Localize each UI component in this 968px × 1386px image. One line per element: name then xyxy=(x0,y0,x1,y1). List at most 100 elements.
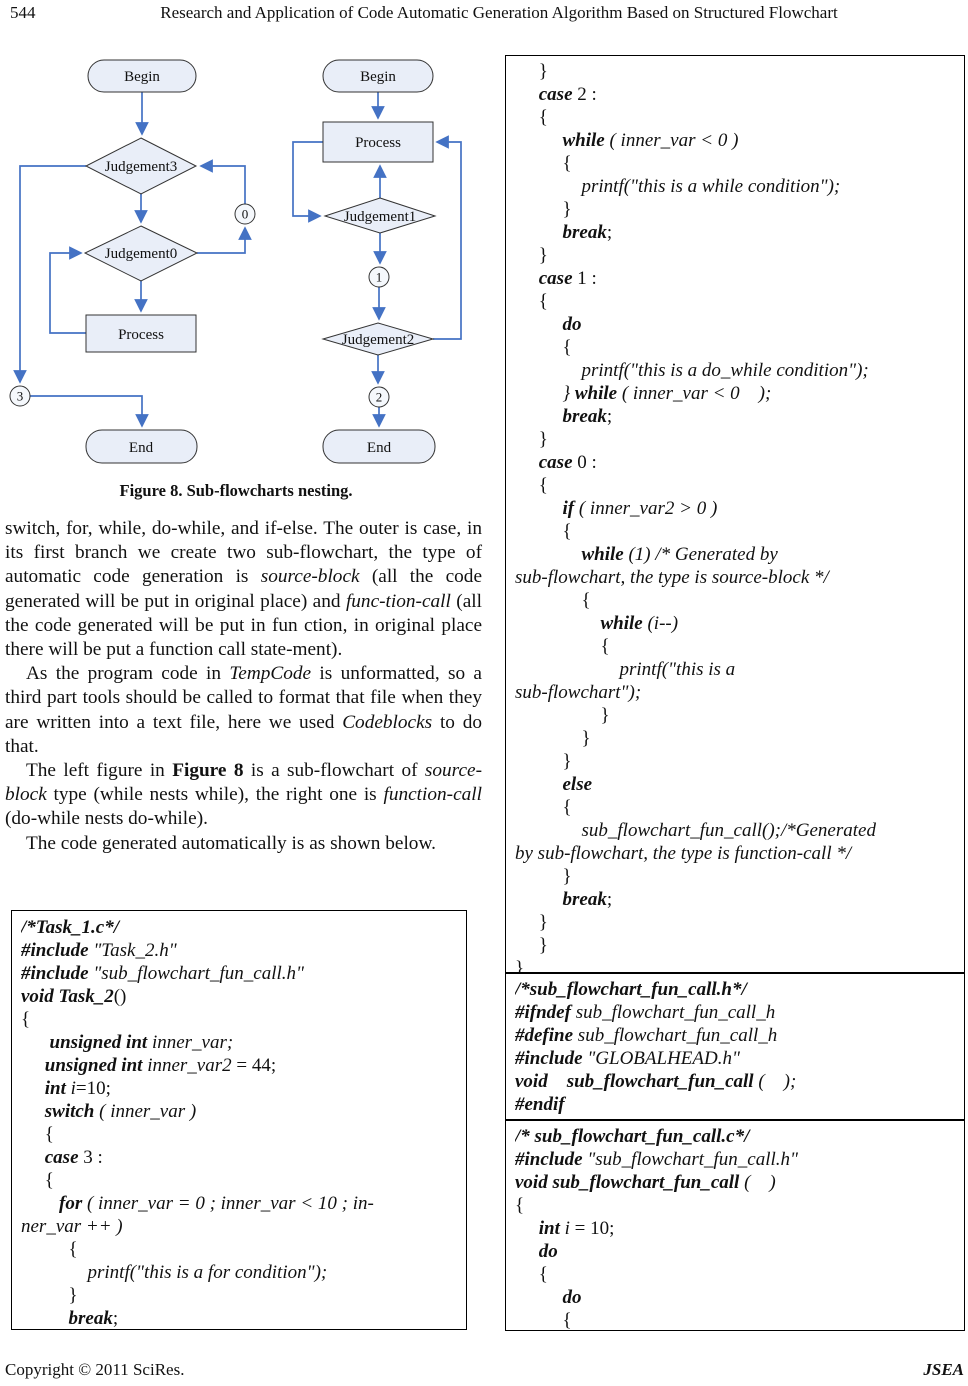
code-line: ner_var ++ ) xyxy=(21,1215,464,1238)
code-line: void Task_2() xyxy=(21,985,464,1008)
code-line: { xyxy=(515,796,962,819)
code-line: /* sub_flowchart_fun_call.c*/ xyxy=(515,1125,962,1148)
text-segment: for xyxy=(59,1193,87,1214)
text-segment: void sub_flowchart_fun_call xyxy=(515,1071,759,1092)
code-line: } xyxy=(21,1284,464,1307)
text-segment: case xyxy=(538,452,578,473)
code-line: sub_flowchart_fun_call();/*Generated xyxy=(515,819,962,842)
code-line: { xyxy=(21,1008,464,1031)
figure-caption: Figure 8. Sub-flowcharts nesting. xyxy=(119,481,353,500)
code-line: void sub_flowchart_fun_call ( ); xyxy=(515,1070,962,1093)
text-segment xyxy=(21,1101,45,1122)
code-line: { xyxy=(515,635,962,658)
flow-connectors xyxy=(13,92,462,428)
text-segment: int xyxy=(44,1078,71,1099)
text-segment: /*Task_1.c*/ xyxy=(21,917,119,938)
text-segment: printf("this is a xyxy=(515,659,736,680)
code-line: while ( inner_var < 0 ) xyxy=(515,129,962,152)
text-segment: "Task_2.h" xyxy=(93,940,177,961)
text-segment: do xyxy=(562,314,582,335)
text-segment: 2 : xyxy=(577,84,597,105)
paragraph: As the program code in TempCode is unfor… xyxy=(5,662,482,759)
code-line: case 3 : xyxy=(21,1146,464,1169)
text-segment: case xyxy=(44,1147,84,1168)
code-line: { xyxy=(515,589,962,612)
right-end-node xyxy=(322,429,436,464)
text-segment: ; xyxy=(606,889,613,910)
text-segment: { xyxy=(515,107,548,128)
text-segment: printf("this is a while condition"); xyxy=(515,176,841,197)
text-segment: is a sub-flowchart of xyxy=(243,760,425,782)
text-segment: printf("this is a for condition"); xyxy=(21,1262,328,1283)
connector-3-label: 3 xyxy=(17,389,24,404)
code-line: printf("this is a xyxy=(515,658,962,681)
left-judgement3-node xyxy=(84,137,198,195)
text-segment: } xyxy=(515,751,572,772)
text-segment: { xyxy=(515,797,572,818)
right-judgement1-label: Judgement1 xyxy=(344,209,417,225)
code-line: } xyxy=(515,704,962,727)
code-line: sub-flowchart, the type is source-block … xyxy=(515,566,962,589)
code-line: { xyxy=(515,106,962,129)
text-segment: i xyxy=(70,1078,76,1099)
text-segment: { xyxy=(515,1195,525,1216)
text-segment: #include xyxy=(515,1048,588,1069)
text-segment: source-block xyxy=(5,760,482,806)
text-segment xyxy=(515,889,563,910)
connector-1-circle xyxy=(368,266,390,288)
text-segment: TempCode xyxy=(229,663,312,685)
connector-0-label: 0 xyxy=(242,207,249,222)
text-segment: } xyxy=(515,866,572,887)
text-segment: { xyxy=(515,521,572,542)
left-judgement0-label: Judgement0 xyxy=(105,246,178,262)
text-segment: } xyxy=(515,935,548,956)
right-judgement2-node xyxy=(321,322,435,356)
text-segment: #define xyxy=(515,1025,578,1046)
text-segment: As the program code in xyxy=(26,663,230,685)
text-segment xyxy=(515,222,563,243)
text-segment: "GLOBALHEAD.h" xyxy=(587,1048,740,1069)
code-line: do xyxy=(515,1286,962,1309)
text-segment: /*sub_flowchart_fun_call.h*/ xyxy=(515,979,747,1000)
code-line: /*Task_1.c*/ xyxy=(21,916,464,939)
text-segment: by sub-flowchart, the type is function-c… xyxy=(515,843,852,864)
text-segment xyxy=(21,1193,59,1214)
text-segment: #include xyxy=(21,963,94,984)
text-segment: The left figure in xyxy=(26,760,173,782)
text-segment: 3 : xyxy=(83,1147,103,1168)
text-segment: { xyxy=(515,153,572,174)
text-segment: "sub_flowchart_fun_call.h" xyxy=(93,963,305,984)
text-segment: unsigned int xyxy=(49,1032,152,1053)
code-line: } xyxy=(515,934,962,957)
text-segment: { xyxy=(515,1310,572,1331)
text-segment: { xyxy=(515,475,548,496)
text-segment: void Task_2 xyxy=(21,986,114,1007)
text-segment: sub_flowchart_fun_call_h xyxy=(577,1025,778,1046)
text-segment: (1) /* Generated by xyxy=(628,544,778,565)
text-segment xyxy=(515,544,582,565)
text-segment xyxy=(515,84,539,105)
code-line: { xyxy=(515,474,962,497)
text-segment: ( ) xyxy=(744,1172,776,1193)
text-segment: } xyxy=(515,61,548,82)
text-segment: i xyxy=(564,1218,575,1239)
left-end-label: End xyxy=(129,440,154,456)
text-segment: } xyxy=(515,383,575,404)
text-segment: Figure 8 xyxy=(172,760,244,782)
right-begin-label: Begin xyxy=(360,69,396,85)
text-segment: do xyxy=(562,1287,582,1308)
text-segment: break xyxy=(68,1308,113,1329)
text-segment: printf("this is a do_while condition"); xyxy=(515,360,869,381)
text-segment: } xyxy=(515,912,548,933)
text-segment: ( inner_var ) xyxy=(99,1101,197,1122)
text-segment xyxy=(515,1218,539,1239)
text-segment: } xyxy=(21,1285,78,1306)
text-segment: else xyxy=(562,774,593,795)
left-begin-node xyxy=(87,59,197,93)
code-line: { xyxy=(515,520,962,543)
code-line: switch ( inner_var ) xyxy=(21,1100,464,1123)
code-line: } xyxy=(515,865,962,888)
code-line: int i = 10; xyxy=(515,1217,962,1240)
right-judgement1-node xyxy=(323,197,437,234)
text-segment: to do that. xyxy=(5,711,483,757)
